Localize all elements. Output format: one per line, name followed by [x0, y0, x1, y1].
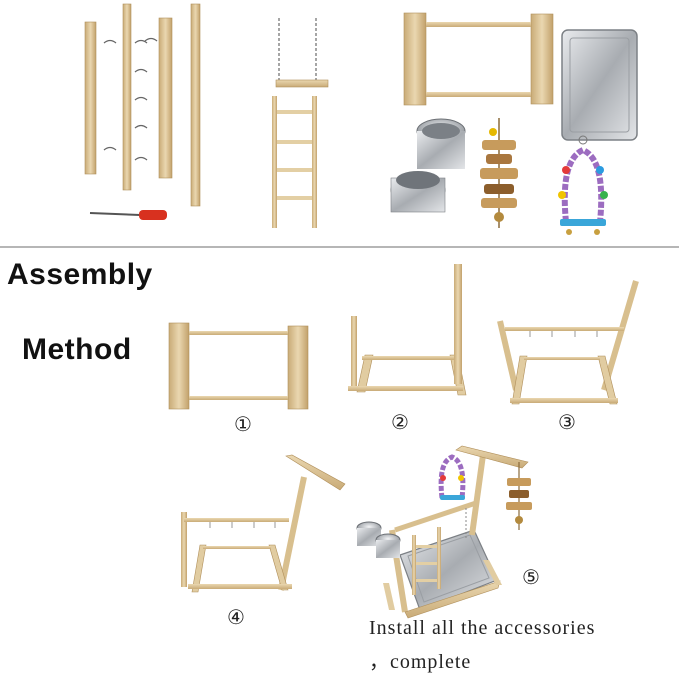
method-heading: Method	[22, 333, 132, 366]
wooden-pole	[158, 17, 173, 179]
step-2-illustration	[348, 264, 467, 396]
wooden-pole	[190, 3, 201, 207]
step-4-label: ④	[227, 605, 245, 629]
food-cups	[390, 118, 466, 213]
step-5-label: ⑤	[522, 565, 540, 589]
natural-chew-toy	[480, 118, 518, 228]
step-2-label: ②	[391, 410, 409, 434]
step-1-illustration	[168, 322, 309, 410]
step-4-illustration	[181, 454, 346, 593]
step-5-beaded-swing	[438, 454, 466, 500]
assembly-heading: Assembly	[7, 258, 153, 291]
base-frame-part	[403, 12, 554, 106]
install-note-line-1: Install all the accessories	[369, 617, 596, 639]
step-3-illustration	[497, 280, 639, 405]
beaded-swing-toy	[558, 135, 608, 235]
install-note-line-2: ，complete	[369, 651, 472, 673]
step-5-ladder	[412, 527, 441, 595]
step-3-label: ③	[558, 410, 576, 434]
wooden-pole	[84, 21, 97, 175]
step-5-cups	[356, 521, 401, 558]
hanging-ladder	[272, 18, 329, 228]
screwdriver-icon	[89, 210, 167, 220]
wooden-poles-group	[84, 3, 201, 207]
screw-hooks	[103, 37, 158, 161]
step-1-label: ①	[234, 412, 252, 436]
wooden-pole-with-hooks	[122, 3, 132, 191]
step-5-illustration	[356, 445, 532, 619]
step-5-chew-toy	[506, 462, 532, 530]
steel-tray	[561, 29, 638, 141]
